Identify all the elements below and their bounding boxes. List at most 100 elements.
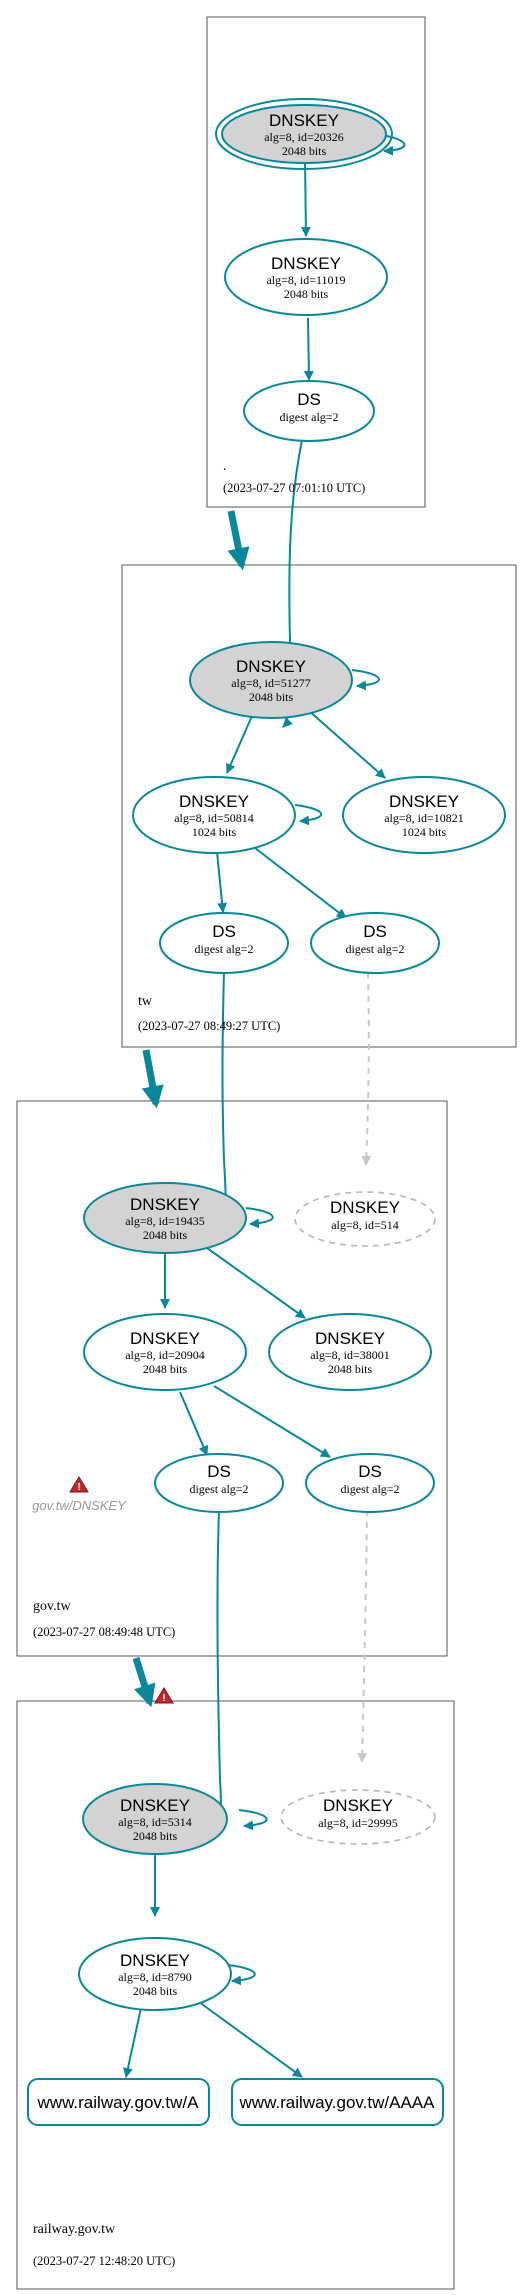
zone-railway-timestamp: (2023-07-27 12:48:20 UTC) xyxy=(33,2254,175,2268)
node-gov-zsk2-title: DNSKEY xyxy=(315,1329,385,1348)
edge-tw-ksk-to-zsk2 xyxy=(307,709,386,779)
warning-label-gov-dnskey: gov.tw/DNSKEY xyxy=(32,1498,127,1513)
node-gov-ds1-title: DS xyxy=(207,1462,231,1481)
edge-rail-zsk-to-aaaa xyxy=(198,2001,303,2078)
node-tw-zsk2: DNSKEY alg=8, id=10821 1024 bits xyxy=(342,776,506,854)
node-gov-ds1: DS digest alg=2 xyxy=(154,1453,284,1513)
node-tw-ds1: DS digest alg=2 xyxy=(159,912,289,974)
zone-gov-tw-name: gov.tw xyxy=(33,1599,71,1614)
node-tw-zsk2-alg: alg=8, id=10821 xyxy=(384,811,464,825)
node-tw-ds2-title: DS xyxy=(363,922,387,941)
edge-tw-ksk-to-zsk1 xyxy=(226,715,253,774)
node-rr-aaaa-label: www.railway.gov.tw/AAAA xyxy=(239,2093,436,2112)
delegation-root-to-tw-arrow xyxy=(227,510,250,571)
node-root-ds-digest: digest alg=2 xyxy=(279,410,338,424)
node-rail-ksk-alg: alg=8, id=5314 xyxy=(118,1815,192,1829)
node-gov-ds2-title: DS xyxy=(358,1462,382,1481)
node-root-zsk-bits: 2048 bits xyxy=(284,287,329,301)
node-gov-ghost-title: DNSKEY xyxy=(330,1198,400,1217)
node-root-ksk: DNSKEY alg=8, id=20326 2048 bits xyxy=(215,98,393,170)
node-rail-ghost-dnskey: DNSKEY alg=8, id=29995 xyxy=(280,1789,436,1845)
zone-railway-box xyxy=(16,1700,455,2290)
node-rr-aaaa: www.railway.gov.tw/AAAA xyxy=(231,2078,444,2126)
node-gov-zsk2-bits: 2048 bits xyxy=(328,1362,373,1376)
warning-triangle-icon: ! xyxy=(69,1476,89,1493)
node-tw-zsk2-title: DNSKEY xyxy=(389,792,459,811)
node-gov-ghost-dnskey: DNSKEY alg=8, id=514 xyxy=(294,1191,436,1247)
node-rail-ksk-title: DNSKEY xyxy=(120,1796,190,1815)
node-gov-zsk1-bits: 2048 bits xyxy=(143,1362,188,1376)
node-gov-zsk1: DNSKEY alg=8, id=20904 2048 bits xyxy=(83,1313,247,1391)
node-rail-ghost-alg: alg=8, id=29995 xyxy=(318,1816,398,1830)
node-root-zsk-title: DNSKEY xyxy=(271,254,341,273)
node-rail-zsk-title: DNSKEY xyxy=(120,1951,190,1970)
node-rr-a-label: www.railway.gov.tw/A xyxy=(37,2093,200,2112)
node-tw-ksk: DNSKEY alg=8, id=51277 2048 bits xyxy=(189,641,353,719)
edge-gov-zsk1-to-ds1 xyxy=(179,1391,209,1456)
node-tw-ds1-digest: digest alg=2 xyxy=(194,942,253,956)
edge-gov-ksk-self xyxy=(245,1207,274,1229)
node-rail-zsk: DNSKEY alg=8, id=8790 2048 bits xyxy=(78,1937,232,2011)
node-gov-ds1-digest: digest alg=2 xyxy=(189,1482,248,1496)
node-gov-zsk1-alg: alg=8, id=20904 xyxy=(125,1348,205,1362)
node-tw-ksk-bits: 2048 bits xyxy=(249,690,294,704)
node-root-ksk-alg: alg=8, id=20326 xyxy=(264,130,344,144)
node-gov-zsk2: DNSKEY alg=8, id=38001 2048 bits xyxy=(268,1313,432,1391)
edge-tw-zsk1-self xyxy=(294,804,323,826)
node-rail-ksk-bits: 2048 bits xyxy=(133,1829,178,1843)
zone-railway-name: railway.gov.tw xyxy=(33,2222,116,2237)
node-tw-zsk1-title: DNSKEY xyxy=(179,792,249,811)
node-root-zsk-alg: alg=8, id=11019 xyxy=(266,273,345,287)
node-tw-ds1-title: DS xyxy=(212,922,236,941)
node-root-ksk-bits: 2048 bits xyxy=(282,144,327,158)
zone-gov-tw-timestamp: (2023-07-27 08:49:48 UTC) xyxy=(33,1625,175,1639)
edge-rail-zsk-to-a xyxy=(123,2007,142,2078)
zone-root-name: . xyxy=(223,459,227,474)
node-rr-a: www.railway.gov.tw/A xyxy=(27,2078,210,2126)
node-gov-zsk2-alg: alg=8, id=38001 xyxy=(310,1348,390,1362)
edge-gov-zsk1-to-ds2 xyxy=(213,1385,331,1458)
node-root-ds: DS digest alg=2 xyxy=(243,380,375,442)
svg-text:!: ! xyxy=(162,1693,165,1704)
node-rail-ghost-title: DNSKEY xyxy=(323,1796,393,1815)
warning-triangle-icon: ! xyxy=(154,1687,174,1704)
node-gov-ksk-alg: alg=8, id=19435 xyxy=(125,1214,205,1228)
svg-text:!: ! xyxy=(77,1482,80,1493)
node-tw-zsk1: DNSKEY alg=8, id=50814 1024 bits xyxy=(132,776,296,854)
node-root-zsk: DNSKEY alg=8, id=11019 2048 bits xyxy=(224,238,388,316)
node-gov-ksk-title: DNSKEY xyxy=(130,1195,200,1214)
node-tw-zsk1-alg: alg=8, id=50814 xyxy=(174,811,254,825)
node-gov-ghost-alg: alg=8, id=514 xyxy=(331,1218,399,1232)
node-tw-zsk2-bits: 1024 bits xyxy=(402,825,447,839)
delegation-gov-to-railway-arrow xyxy=(132,1656,156,1708)
zone-tw-name: tw xyxy=(138,994,153,1009)
edge-tw-zsk1-to-ds2 xyxy=(254,847,347,919)
edge-root-zsk-to-ds xyxy=(303,317,314,381)
node-root-ksk-title: DNSKEY xyxy=(269,111,339,130)
edge-rail-zsk-self xyxy=(227,1964,256,1986)
node-tw-ds2: DS digest alg=2 xyxy=(310,912,440,974)
node-rail-zsk-alg: alg=8, id=8790 xyxy=(118,1970,192,1984)
node-rail-zsk-bits: 2048 bits xyxy=(133,1984,178,1998)
node-tw-ds2-digest: digest alg=2 xyxy=(345,942,404,956)
zone-root-timestamp: (2023-07-27 07:01:10 UTC) xyxy=(223,481,365,495)
zone-tw-timestamp: (2023-07-27 08:49:27 UTC) xyxy=(138,1019,280,1033)
node-gov-ksk-bits: 2048 bits xyxy=(143,1228,188,1242)
node-gov-zsk1-title: DNSKEY xyxy=(130,1329,200,1348)
edge-root-ksk-to-zsk xyxy=(300,160,311,237)
node-gov-ds2-digest: digest alg=2 xyxy=(340,1482,399,1496)
edge-gov-ksk-to-zsk2 xyxy=(206,1247,306,1319)
node-tw-zsk1-bits: 1024 bits xyxy=(192,825,237,839)
node-root-ds-title: DS xyxy=(297,390,321,409)
edge-tw-ksk-self xyxy=(351,669,380,691)
node-gov-ksk: DNSKEY alg=8, id=19435 2048 bits xyxy=(83,1182,247,1254)
edge-rail-ksk-self xyxy=(238,1809,268,1831)
delegation-tw-to-gov-arrow xyxy=(141,1049,164,1109)
node-tw-ksk-alg: alg=8, id=51277 xyxy=(231,676,311,690)
edge-tw-ds2-to-gov-ghost xyxy=(361,971,372,1166)
node-gov-ds2: DS digest alg=2 xyxy=(305,1453,435,1513)
node-rail-ksk: DNSKEY alg=8, id=5314 2048 bits xyxy=(82,1783,228,1855)
edge-gov-ds2-to-rail-ghost xyxy=(357,1509,368,1763)
edge-tw-zsk1-to-ds1 xyxy=(216,851,228,913)
